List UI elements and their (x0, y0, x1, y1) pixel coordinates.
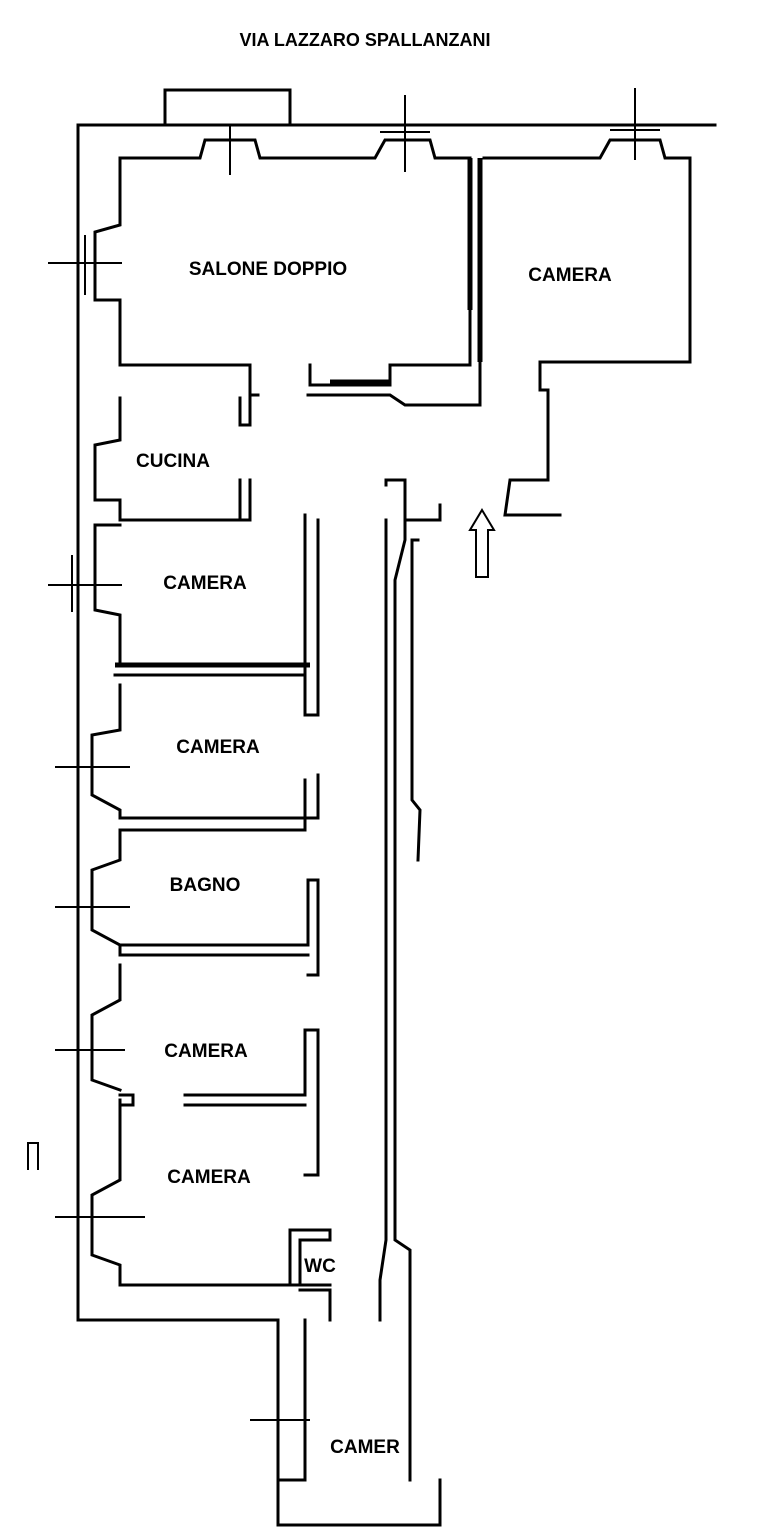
edge-mark (27, 1142, 39, 1170)
room-label-camera-1: CAMERA (163, 573, 247, 594)
room-label-camera-2: CAMERA (176, 737, 260, 758)
room-label-camera-3: CAMERA (164, 1041, 248, 1062)
room-label-wc: WC (304, 1256, 336, 1277)
arrow-up-icon (468, 508, 496, 578)
interior-walls (113, 158, 483, 1287)
balcony (163, 88, 292, 127)
room-label-bagno: BAGNO (170, 875, 241, 896)
room-label-camera-top-right: CAMERA (528, 265, 612, 286)
room-label-camera-4: CAMERA (167, 1167, 251, 1188)
room-label-camer: CAMER (330, 1437, 400, 1458)
window-ticks (48, 88, 715, 1421)
room-label-cucina: CUCINA (136, 451, 210, 472)
street-name-label: VIA LAZZARO SPALLANZANI (240, 30, 491, 50)
left-inner-wall (90, 156, 332, 1287)
room-label-salone-doppio: SALONE DOPPIO (189, 259, 347, 280)
outer-walls (76, 123, 717, 1527)
